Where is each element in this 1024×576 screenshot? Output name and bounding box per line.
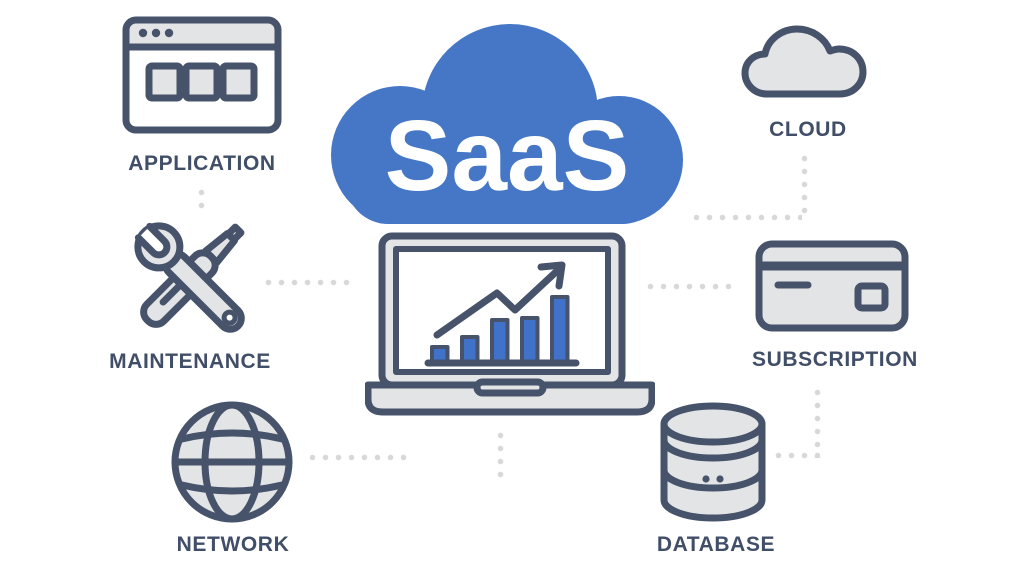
dotted-connector-laptop-down (497, 429, 504, 479)
wrench (134, 222, 245, 333)
globe-parallel-lower (178, 481, 286, 495)
dotted-connector-network-laptop (306, 454, 408, 461)
globe-icon (171, 401, 293, 523)
chart-arrow-head (537, 261, 566, 290)
database-cylinder-icon (660, 402, 766, 522)
cloud-label: CLOUD (769, 118, 847, 141)
browser-titlebar (126, 20, 278, 47)
titlebar-dot (138, 28, 148, 38)
app-tile (145, 62, 184, 102)
db-top (660, 402, 766, 446)
titlebar-dot (164, 28, 174, 38)
chart-bar (550, 295, 570, 365)
dotted-connector-saascloud-cloud-vertical (801, 152, 808, 217)
laptop-notch (473, 378, 547, 397)
laptop-base (365, 381, 655, 416)
dotted-connector-laptop-subscription (644, 283, 734, 290)
db-band (660, 436, 766, 462)
chart-bar (520, 316, 540, 365)
network-label: NETWORK (176, 533, 290, 556)
dotted-connector-subscription-database-vertical (814, 386, 821, 458)
app-tile (219, 62, 258, 102)
database-label: DATABASE (656, 533, 776, 556)
laptop-analytics-icon (365, 232, 655, 416)
db-dot (702, 475, 710, 483)
saas-cloud: SaaS (331, 24, 683, 224)
browser-window-icon (122, 16, 282, 134)
maintenance-label: MAINTENANCE (109, 350, 271, 373)
chart-bar (490, 318, 510, 365)
cloud-icon (741, 25, 867, 98)
dotted-connector-application-maintenance (198, 186, 205, 213)
dotted-connector-maintenance-laptop (262, 279, 354, 286)
wrench-screwdriver-icon (134, 222, 245, 333)
db-dot (716, 475, 724, 483)
growth-chart (424, 261, 580, 367)
saas-title: SaaS (385, 100, 630, 212)
subscription-label: SUBSCRIPTION (752, 348, 918, 371)
globe-parallel-upper (178, 429, 286, 443)
chart-bar (460, 335, 480, 365)
dotted-connector-saascloud-cloud-horizontal (690, 214, 802, 221)
db-band (660, 466, 766, 492)
card-chip (854, 282, 889, 312)
db-body (660, 420, 766, 522)
app-tile (182, 62, 221, 102)
dotted-connector-database-horizontal (772, 452, 820, 459)
chart-trend-line (433, 267, 561, 339)
credit-card-icon (755, 240, 909, 332)
titlebar-dot (151, 28, 161, 38)
application-label: APPLICATION (128, 152, 276, 175)
